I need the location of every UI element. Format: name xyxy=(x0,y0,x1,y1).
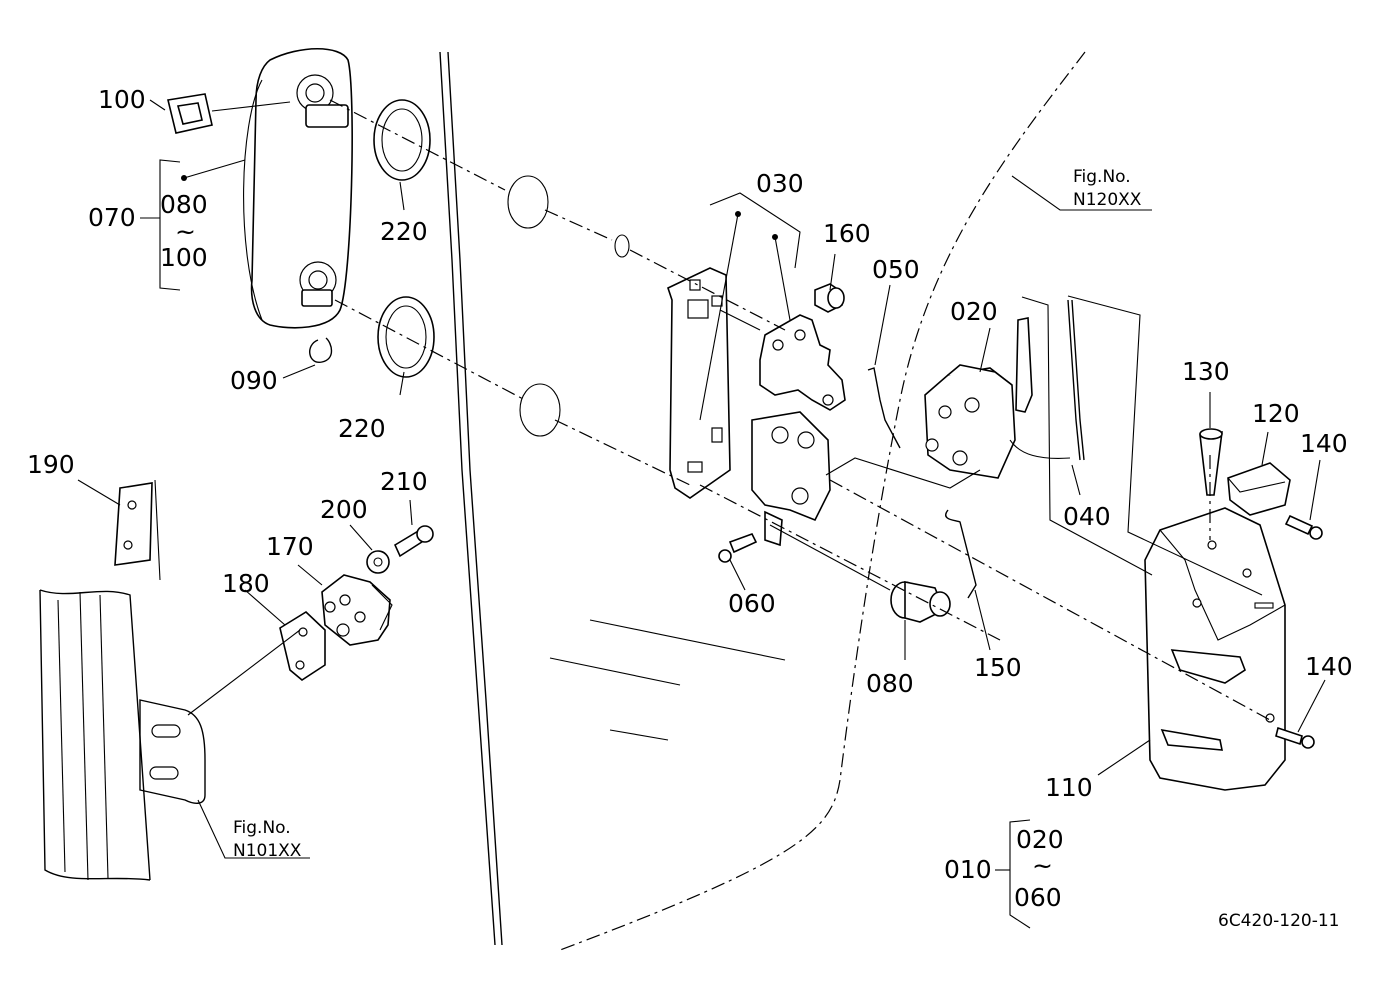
clip-090 xyxy=(309,337,333,363)
label-range-tilde: ~ xyxy=(1032,851,1053,880)
bracket-170 xyxy=(321,574,393,646)
label-leaders xyxy=(77,99,1326,929)
label-140: 140 xyxy=(1305,652,1353,681)
label-110: 110 xyxy=(1045,773,1093,802)
label-190: 190 xyxy=(27,450,75,479)
label-140: 140 xyxy=(1300,429,1348,458)
washer-200 xyxy=(366,550,390,574)
pin-130 xyxy=(1199,428,1223,496)
screw-210 xyxy=(393,525,434,558)
bolt-160 xyxy=(814,283,845,313)
inner-handle-070 xyxy=(243,47,353,329)
label-150: 150 xyxy=(974,653,1022,682)
assembly-center-lines xyxy=(187,99,1271,721)
label-100: 100 xyxy=(160,243,208,272)
label-130: 130 xyxy=(1182,357,1230,386)
label-080: 080 xyxy=(866,669,914,698)
label-090: 090 xyxy=(230,366,278,395)
rod-040 xyxy=(1067,299,1085,461)
door-hole-small xyxy=(614,234,630,258)
label-030: 030 xyxy=(756,169,804,198)
label-160: 160 xyxy=(823,219,871,248)
label-010: 010 xyxy=(944,855,992,884)
screw-140-lower xyxy=(1275,726,1315,749)
label-210: 210 xyxy=(380,467,428,496)
screw-140-upper xyxy=(1284,514,1323,540)
fig-ref-code: N120XX xyxy=(1073,190,1142,210)
label-060: 060 xyxy=(1014,883,1062,912)
label-170: 170 xyxy=(266,532,314,561)
bullet-dot xyxy=(772,234,778,240)
label-180: 180 xyxy=(222,569,270,598)
label-060: 060 xyxy=(728,589,776,618)
label-050: 050 xyxy=(872,255,920,284)
screw-060 xyxy=(718,533,758,563)
label-020: 020 xyxy=(1016,825,1064,854)
door-panel-outline xyxy=(439,51,1086,951)
cap-120 xyxy=(1227,462,1291,516)
label-040: 040 xyxy=(1063,502,1111,531)
door-hole-upper xyxy=(507,175,549,229)
key-cylinder-080 xyxy=(890,581,951,623)
label-200: 200 xyxy=(320,495,368,524)
latch-bracket-030 xyxy=(751,314,846,547)
o-ring-220-lower xyxy=(377,296,435,378)
fig-ref-title: Fig.No. xyxy=(1073,167,1131,187)
label-220: 220 xyxy=(338,414,386,443)
fig-ref-title: Fig.No. xyxy=(233,818,291,838)
escutcheon-100 xyxy=(167,93,213,134)
o-ring-220-upper xyxy=(373,99,431,181)
bullet-dot xyxy=(735,211,741,217)
plate-190 xyxy=(114,482,153,566)
rod-050 xyxy=(867,367,901,449)
bullet-dot xyxy=(181,175,187,181)
label-020: 020 xyxy=(950,297,998,326)
label-220: 220 xyxy=(380,217,428,246)
label-070: 070 xyxy=(88,203,136,232)
label-100: 100 xyxy=(98,85,146,114)
diagram-code: 6C420-120-11 xyxy=(1218,911,1339,931)
door-hole-lower xyxy=(519,383,561,437)
spring-rod-150 xyxy=(945,509,977,599)
label-120: 120 xyxy=(1252,399,1300,428)
lock-body-020 xyxy=(924,317,1071,479)
label-range-tilde: ~ xyxy=(175,217,196,246)
fig-ref-code: N101XX xyxy=(233,841,302,861)
plate-180 xyxy=(279,610,326,681)
outer-cover-110 xyxy=(1144,507,1286,791)
cab-pillar xyxy=(39,479,206,881)
label-080: 080 xyxy=(160,190,208,219)
base-plate-030 xyxy=(667,267,731,499)
